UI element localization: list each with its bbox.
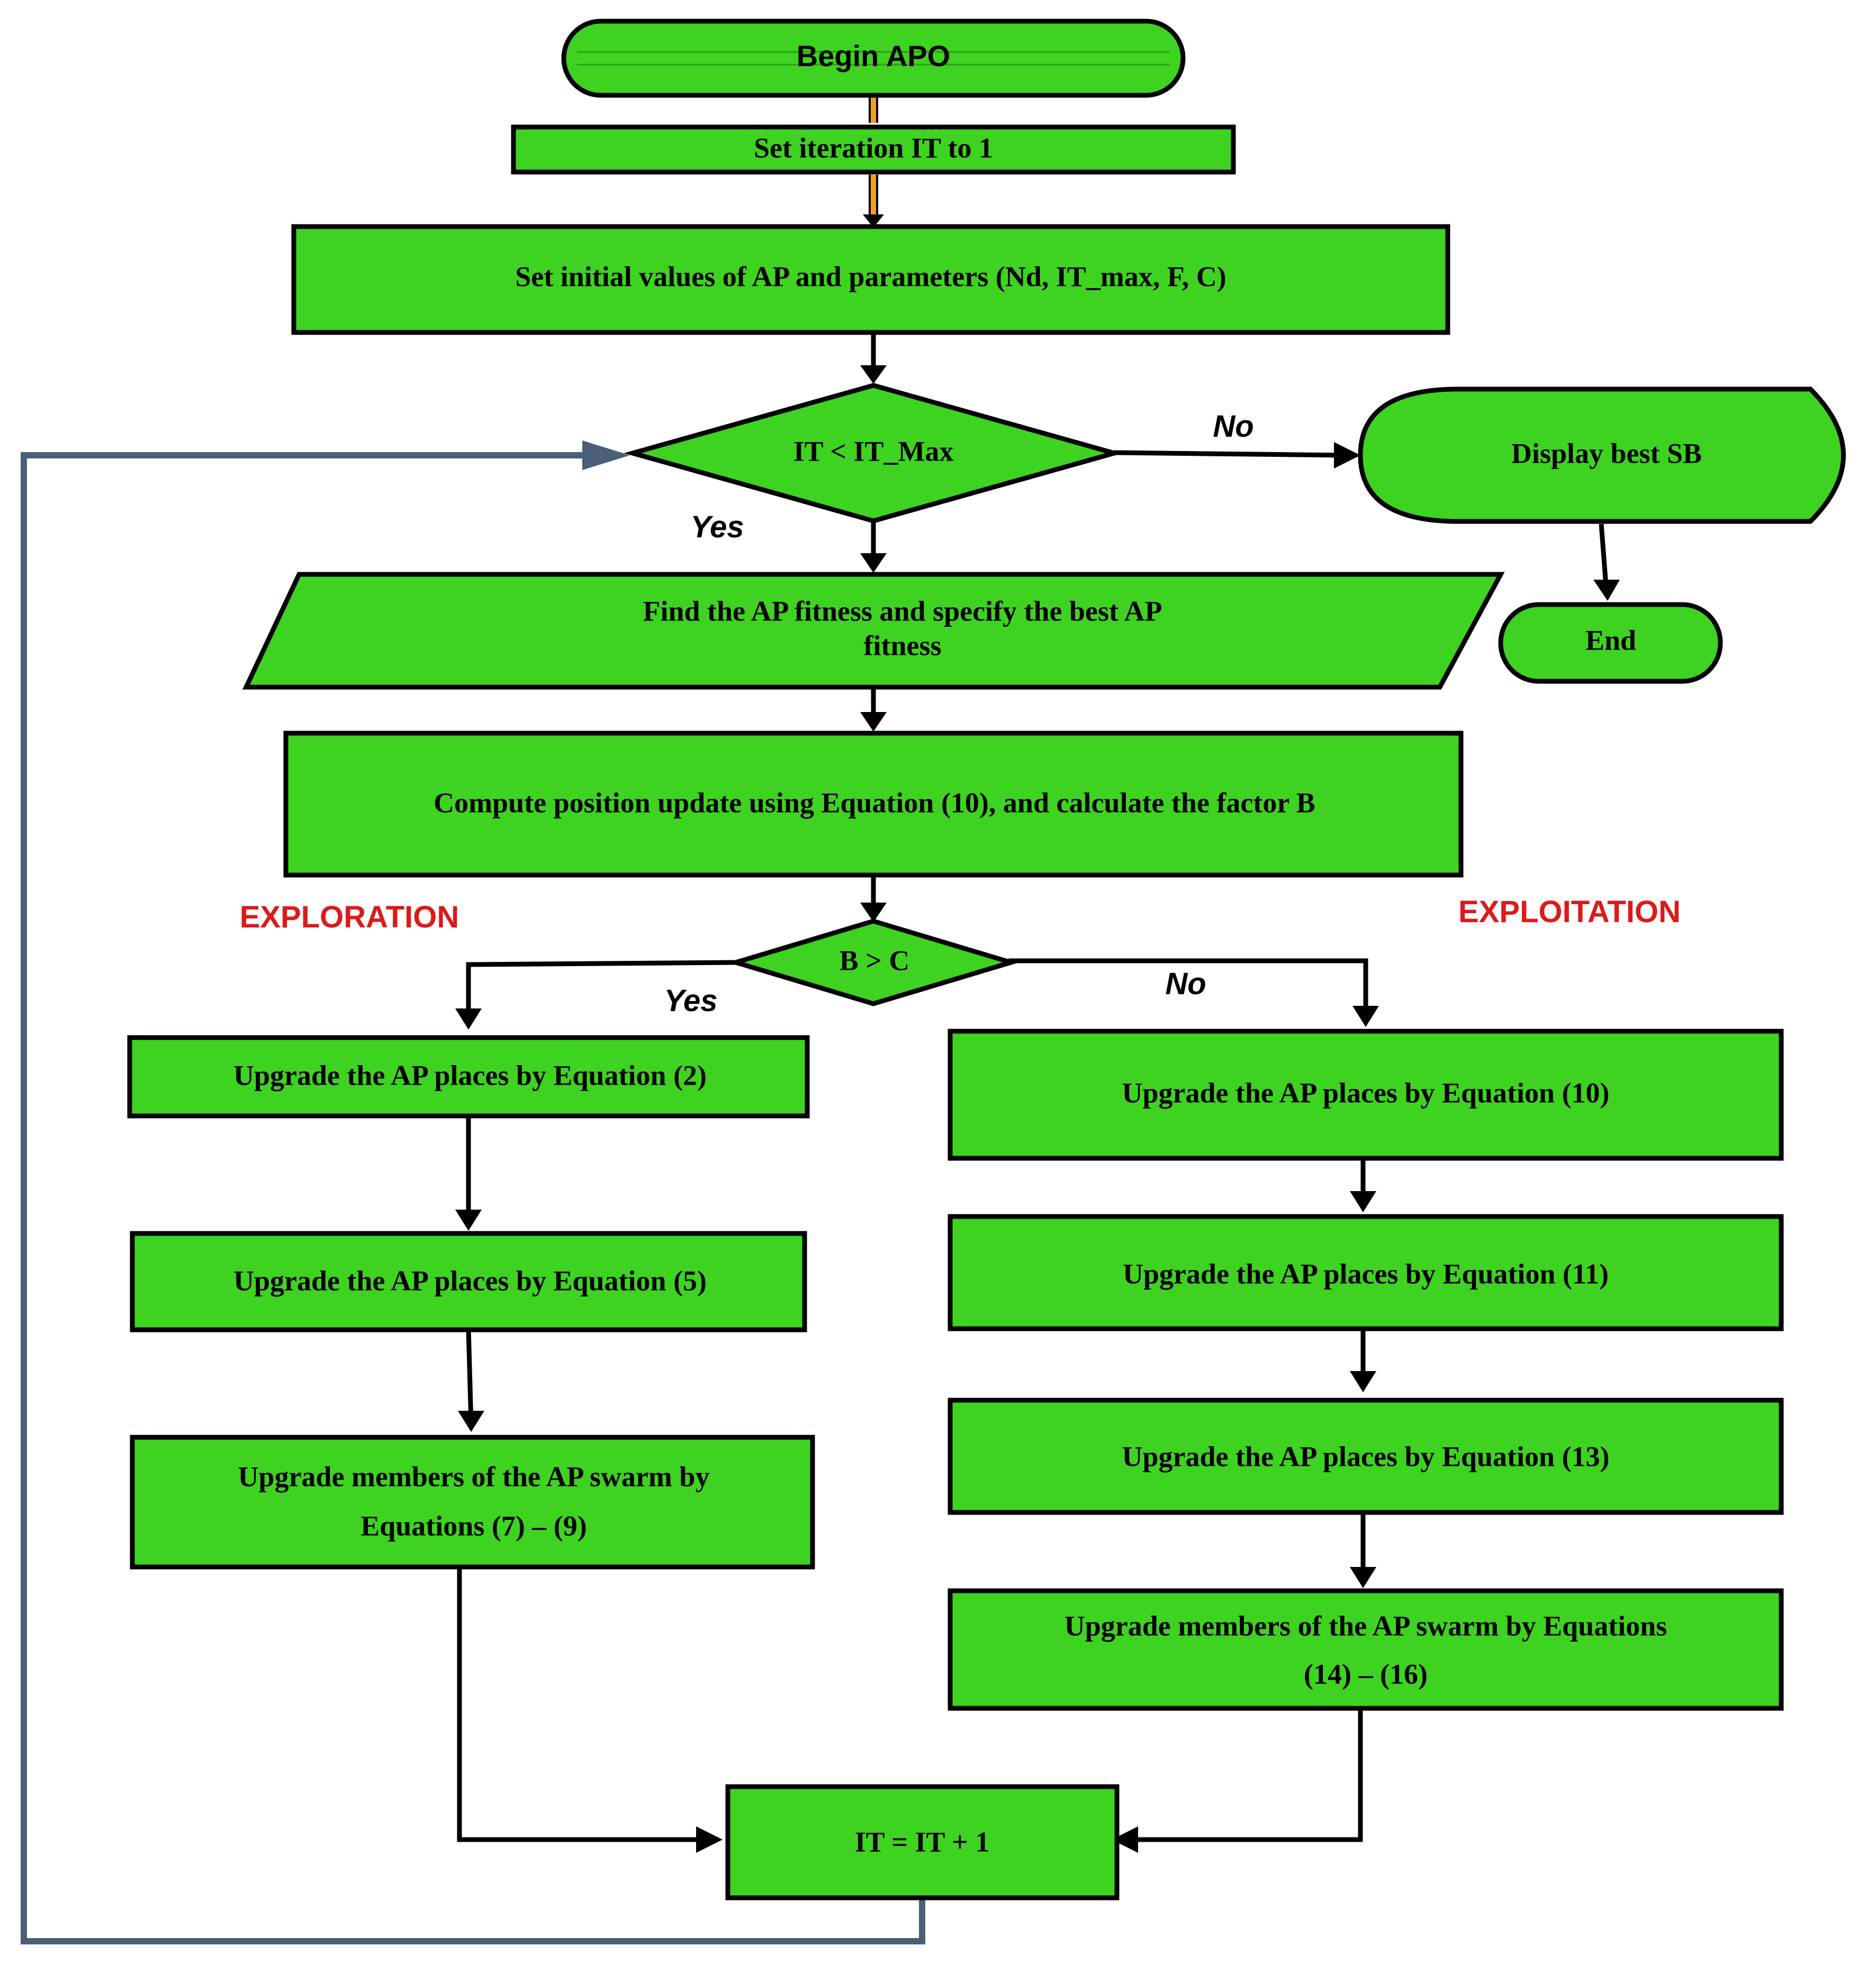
phase-label-exploitation: EXPLOITATION <box>1458 895 1681 929</box>
arrow-eq5-to-swarm-7-9 <box>466 1328 474 1425</box>
check-it-decision: IT < IT_Max <box>624 383 1123 524</box>
end-node: End <box>1498 602 1723 684</box>
check-it-label: IT < IT_Max <box>793 435 954 467</box>
connectors <box>21 95 1620 1944</box>
upgrade-eq2-label: Upgrade the AP places by Equation (2) <box>233 1059 707 1091</box>
upgrade-swarm-14-16-label-line2: (14) – (16) <box>1304 1658 1428 1690</box>
check-b-label: B > C <box>840 944 910 976</box>
display-best-node: Display best SB <box>1358 386 1846 524</box>
arrow-check-b-yes <box>466 960 739 1022</box>
set-iteration-label: Set iteration IT to 1 <box>754 132 993 164</box>
check-b-decision: B > C <box>727 918 1020 1006</box>
set-initial-node: Set initial values of AP and parameters … <box>291 224 1450 335</box>
upgrade-eq2-node: Upgrade the AP places by Equation (2) <box>127 1035 810 1119</box>
upgrade-swarm-7-9-node: Upgrade members of the AP swarm by Equat… <box>130 1435 815 1570</box>
find-fitness-label-line2: fitness <box>864 629 942 661</box>
upgrade-eq10-label: Upgrade the AP places by Equation (10) <box>1122 1077 1609 1109</box>
set-iteration-node: Set iteration IT to 1 <box>511 124 1236 175</box>
upgrade-swarm-7-9-label-line1: Upgrade members of the AP swarm by <box>238 1461 710 1492</box>
compute-position-label: Compute position update using Equation (… <box>434 787 1315 818</box>
arrow-check-it-no <box>1114 450 1345 458</box>
upgrade-swarm-14-16-node: Upgrade members of the AP swarm by Equat… <box>948 1588 1784 1711</box>
increment-node: IT = IT + 1 <box>725 1784 1120 1900</box>
edge-label-b-yes: Yes <box>664 984 717 1018</box>
edge-label-it-no: No <box>1213 409 1253 444</box>
end-label: End <box>1585 624 1636 656</box>
find-fitness-label-line1: Find the AP fitness and specify the best… <box>643 595 1162 627</box>
edge-label-it-yes: Yes <box>690 510 744 544</box>
upgrade-swarm-14-16-label-line1: Upgrade members of the AP swarm by Equat… <box>1065 1610 1667 1642</box>
compute-position-node: Compute position update using Equation (… <box>283 731 1464 878</box>
display-best-label: Display best SB <box>1511 437 1702 469</box>
arrow-swarm-14-16-to-increment <box>1128 1707 1363 1842</box>
arrow-check-b-no <box>1008 958 1368 1019</box>
arrow-swarm-7-9-to-increment <box>457 1564 709 1842</box>
upgrade-swarm-7-9-label-line2: Equations (7) – (9) <box>360 1510 587 1542</box>
upgrade-eq13-node: Upgrade the AP places by Equation (13) <box>948 1398 1784 1515</box>
find-fitness-node: Find the AP fitness and specify the best… <box>242 572 1505 690</box>
begin-label: Begin APO <box>797 39 950 73</box>
upgrade-eq5-label: Upgrade the AP places by Equation (5) <box>233 1265 707 1296</box>
edge-label-b-no: No <box>1165 967 1206 1001</box>
upgrade-eq5-node: Upgrade the AP places by Equation (5) <box>130 1231 807 1332</box>
upgrade-eq11-label: Upgrade the AP places by Equation (11) <box>1123 1258 1609 1290</box>
upgrade-eq11-node: Upgrade the AP places by Equation (11) <box>948 1214 1784 1331</box>
upgrade-eq13-label: Upgrade the AP places by Equation (13) <box>1122 1440 1609 1472</box>
set-initial-label: Set initial values of AP and parameters … <box>515 260 1226 292</box>
phase-label-exploration: EXPLORATION <box>240 900 459 934</box>
increment-label: IT = IT + 1 <box>855 1826 990 1858</box>
upgrade-eq10-node: Upgrade the AP places by Equation (10) <box>948 1029 1784 1161</box>
begin-node: Begin APO <box>561 19 1186 98</box>
loop-back-line <box>21 452 925 1944</box>
